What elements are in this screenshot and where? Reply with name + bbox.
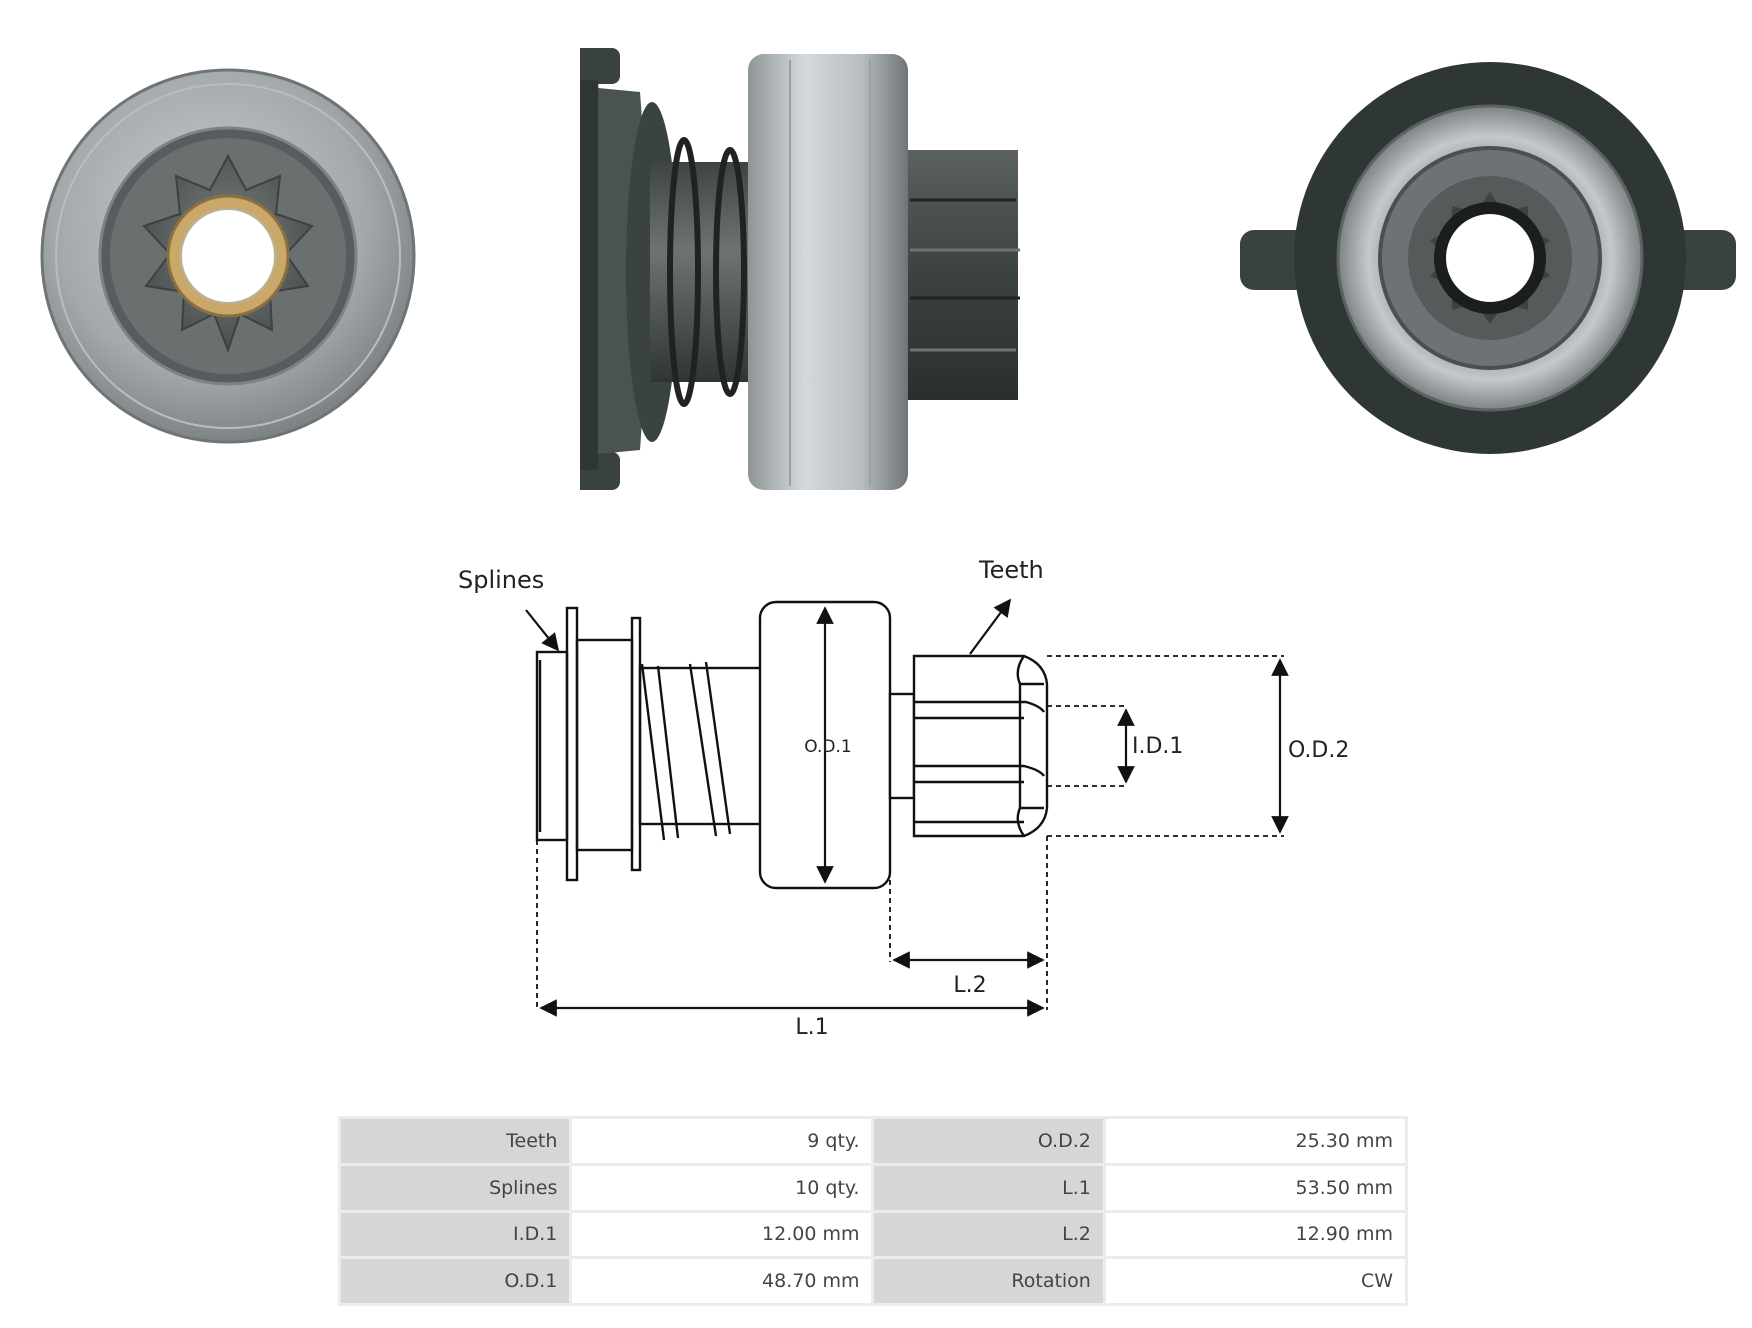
spec-value: 48.70 mm (572, 1259, 872, 1303)
flange-plate-rear-outline (630, 616, 642, 872)
spec-value: 10 qty. (572, 1165, 872, 1210)
splines-label: Splines (458, 566, 544, 594)
spec-value: CW (1105, 1259, 1405, 1303)
spline-end-outline (535, 650, 569, 842)
spec-value: 25.30 mm (1105, 1119, 1405, 1163)
id1-label: I.D.1 (1132, 734, 1183, 759)
table-row: O.D.1 48.70 mm Rotation CW (341, 1259, 1405, 1303)
teeth-leader-line (969, 598, 1012, 655)
spec-key: L.1 (874, 1165, 1103, 1210)
spec-key: O.D.2 (874, 1119, 1103, 1163)
od2-label: O.D.2 (1288, 738, 1349, 763)
technical-drawing: Splines Teeth O.D.1 I.D.1 O.D.2 L.2 L.1 (458, 560, 1349, 1040)
drive-side-view-photo (580, 48, 1020, 490)
table-row: Splines 10 qty. L.1 53.50 mm (341, 1165, 1405, 1210)
spec-value: 9 qty. (572, 1119, 872, 1163)
table-row: Teeth 9 qty. O.D.2 25.30 mm (341, 1119, 1405, 1163)
spec-table: Teeth 9 qty. O.D.2 25.30 mm Splines 10 q… (338, 1116, 1408, 1306)
spec-key: L.2 (874, 1212, 1103, 1257)
l1-label: L.1 (795, 1015, 828, 1040)
spec-value: 12.90 mm (1105, 1212, 1405, 1257)
spec-value: 53.50 mm (1105, 1165, 1405, 1210)
teeth-label: Teeth (978, 560, 1044, 584)
l2-label: L.2 (953, 973, 986, 998)
spec-key: Splines (341, 1165, 570, 1210)
drive-front-view-photo (40, 68, 416, 444)
od1-label: O.D.1 (804, 737, 851, 757)
spec-key: O.D.1 (341, 1259, 570, 1303)
splines-leader-line (525, 609, 560, 652)
spec-key: I.D.1 (341, 1212, 570, 1257)
spec-key: Rotation (874, 1259, 1103, 1303)
drive-rear-view-photo (1240, 62, 1736, 454)
table-row: I.D.1 12.00 mm L.2 12.90 mm (341, 1212, 1405, 1257)
spec-key: Teeth (341, 1119, 570, 1163)
flange-plate-outline (565, 606, 579, 882)
spec-value: 12.00 mm (572, 1212, 872, 1257)
